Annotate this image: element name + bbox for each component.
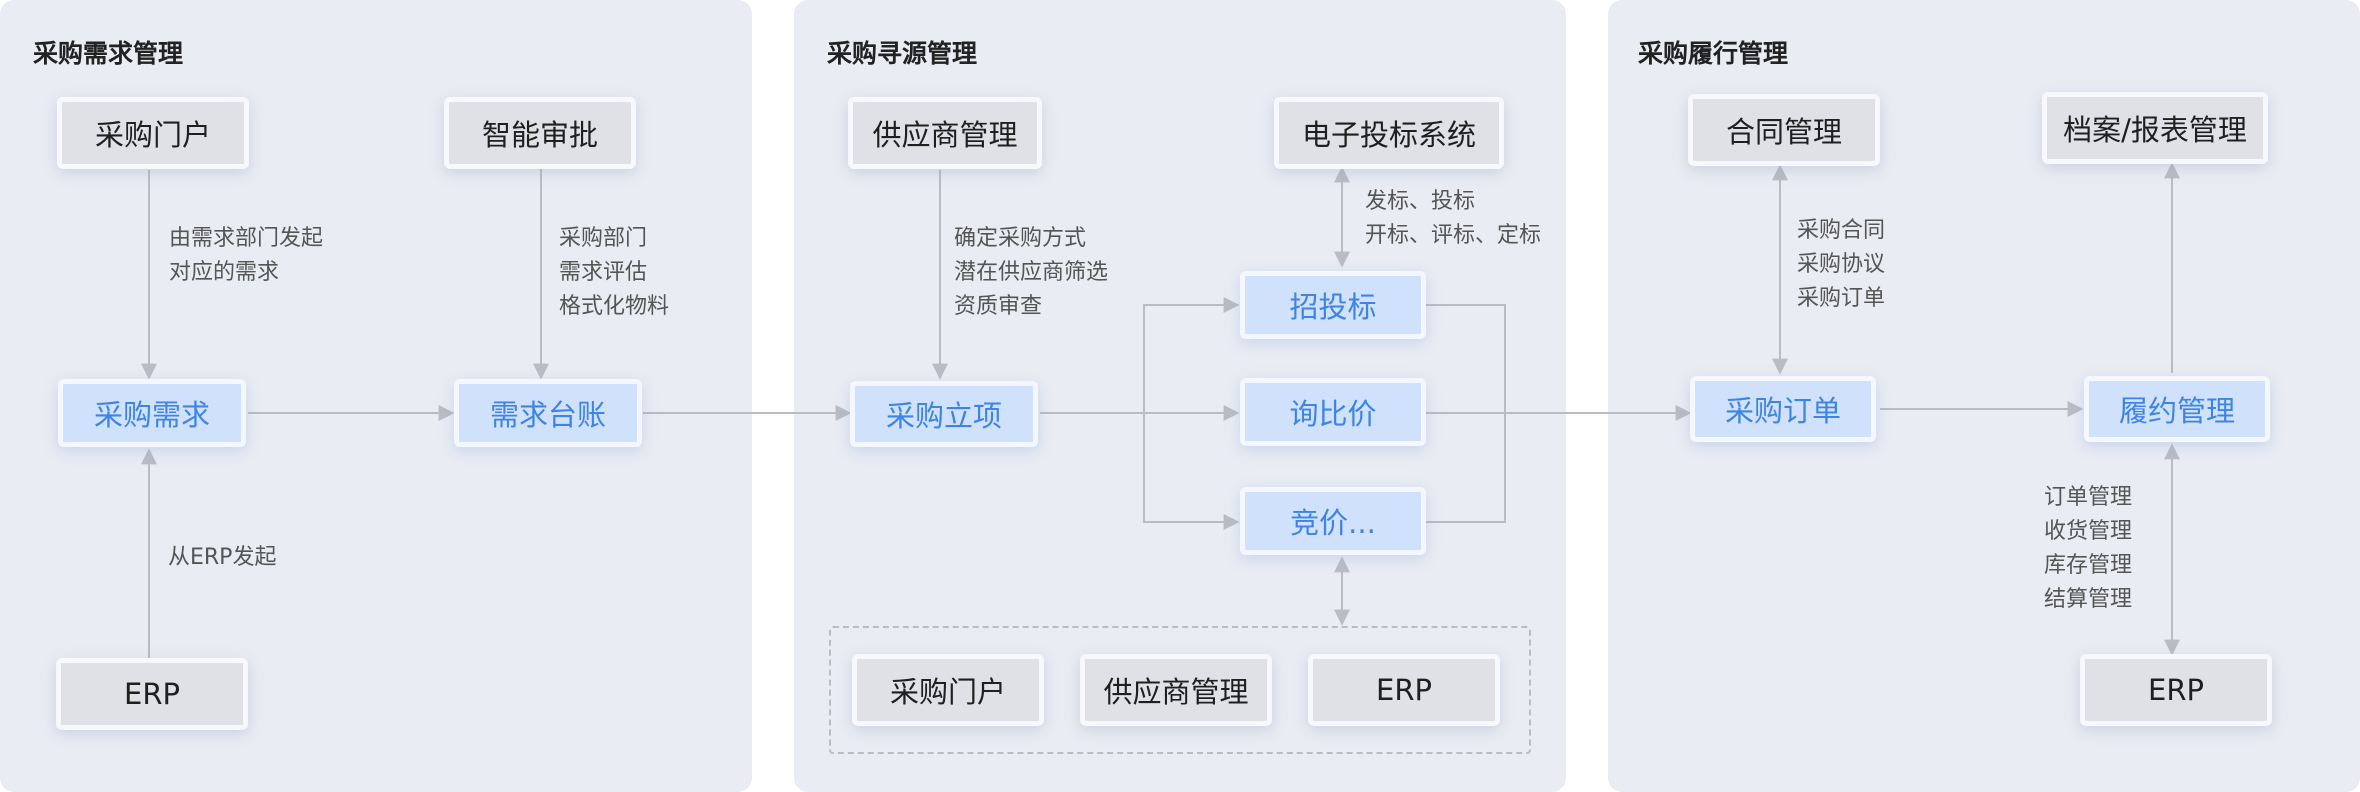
box-procurement-demand: 采购需求 xyxy=(58,379,246,447)
panel-title-fulfillment: 采购履行管理 xyxy=(1638,39,1789,68)
box-erp-external: ERP xyxy=(1308,654,1500,726)
box-e-bidding-system: 电子投标系统 xyxy=(1274,97,1504,169)
box-erp-fulfillment: ERP xyxy=(2080,654,2272,726)
note-line: 对应的需求 xyxy=(169,260,280,285)
box-procurement-order: 采购订单 xyxy=(1690,376,1876,442)
note-sourcing-steps: 确定采购方式 潜在供应商筛选 资质审查 xyxy=(954,222,1108,324)
note-line: 格式化物料 xyxy=(559,294,670,319)
box-smart-approval: 智能审批 xyxy=(444,97,636,169)
panel-title-demand: 采购需求管理 xyxy=(33,39,184,68)
box-contract-management: 合同管理 xyxy=(1688,94,1880,166)
external-systems-group xyxy=(829,626,1531,754)
box-procurement-project: 采购立项 xyxy=(850,381,1038,447)
note-line: 由需求部门发起 xyxy=(169,226,324,251)
note-line: 收货管理 xyxy=(2044,519,2133,544)
note-line: 需求评估 xyxy=(559,260,648,285)
note-line: 结算管理 xyxy=(2044,587,2133,612)
note-line: 采购部门 xyxy=(559,226,648,251)
note-line: 从ERP发起 xyxy=(168,545,277,570)
note-bidding-steps: 发标、投标 开标、评标、定标 xyxy=(1365,185,1541,253)
box-supplier-management: 供应商管理 xyxy=(848,97,1042,169)
note-line: 开标、评标、定标 xyxy=(1365,223,1542,248)
note-line: 采购协议 xyxy=(1797,252,1886,277)
box-supplier-management-external: 供应商管理 xyxy=(1080,654,1272,726)
box-procurement-portal-external: 采购门户 xyxy=(852,654,1044,726)
note-demand-origin: 由需求部门发起 对应的需求 xyxy=(169,222,323,290)
box-inquiry-comparison: 询比价 xyxy=(1240,378,1426,446)
box-performance-management: 履约管理 xyxy=(2084,376,2270,442)
box-demand-ledger: 需求台账 xyxy=(454,379,642,447)
panel-title-sourcing: 采购寻源管理 xyxy=(827,39,978,68)
note-line: 库存管理 xyxy=(2044,553,2133,578)
note-approval-steps: 采购部门 需求评估 格式化物料 xyxy=(559,222,669,324)
note-line: 潜在供应商筛选 xyxy=(954,260,1109,285)
note-fulfillment-modules: 订单管理 收货管理 库存管理 结算管理 xyxy=(2044,481,2132,617)
note-contract-types: 采购合同 采购协议 采购订单 xyxy=(1797,214,1885,316)
note-line: 资质审查 xyxy=(954,294,1043,319)
note-line: 采购订单 xyxy=(1797,286,1886,311)
note-line: 采购合同 xyxy=(1797,218,1886,243)
note-line: 订单管理 xyxy=(2044,485,2133,510)
note-line: 发标、投标 xyxy=(1365,189,1476,214)
note-line: 确定采购方式 xyxy=(954,226,1087,251)
box-erp-demand: ERP xyxy=(56,658,248,730)
box-auction: 竞价... xyxy=(1240,487,1426,555)
note-erp-origin: 从ERP发起 xyxy=(168,541,276,575)
box-tender-bidding: 招投标 xyxy=(1240,271,1426,339)
box-procurement-portal: 采购门户 xyxy=(57,97,249,169)
box-archive-report-management: 档案/报表管理 xyxy=(2042,92,2268,164)
